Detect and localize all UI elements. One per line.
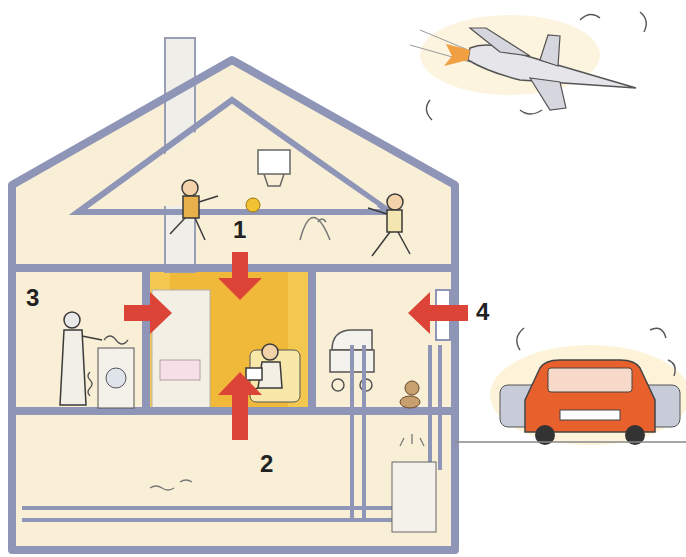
ball (246, 198, 260, 212)
house-walls (12, 60, 455, 550)
callout-number: 1 (233, 218, 246, 242)
arrow-right (124, 292, 172, 334)
arrow-up (218, 372, 262, 440)
boiler (392, 462, 436, 532)
child-left (170, 180, 218, 240)
callout-number: 4 (476, 300, 489, 324)
basketball-hoop (258, 150, 290, 174)
woman (60, 312, 102, 405)
teddy-bear (400, 381, 420, 408)
child-right (368, 194, 410, 256)
roof-truss (78, 100, 390, 212)
vibration-lines (88, 336, 128, 396)
house-interior (12, 60, 455, 550)
attic-space (92, 106, 378, 206)
fireplace-opening (160, 360, 200, 380)
traffic-cars (455, 328, 686, 445)
washing-machine (98, 348, 134, 408)
callout-number: 3 (26, 286, 39, 310)
arrow-left (408, 292, 468, 334)
arrow-down (218, 252, 262, 300)
machine-door (106, 368, 126, 388)
bounce-marks (300, 218, 330, 241)
callout-number: 2 (260, 452, 273, 476)
boiler-noise (150, 434, 424, 490)
jet-airplane (410, 12, 646, 120)
hoop-net (264, 174, 284, 186)
heating-pipes (22, 345, 440, 520)
noise-arrows (124, 252, 468, 440)
